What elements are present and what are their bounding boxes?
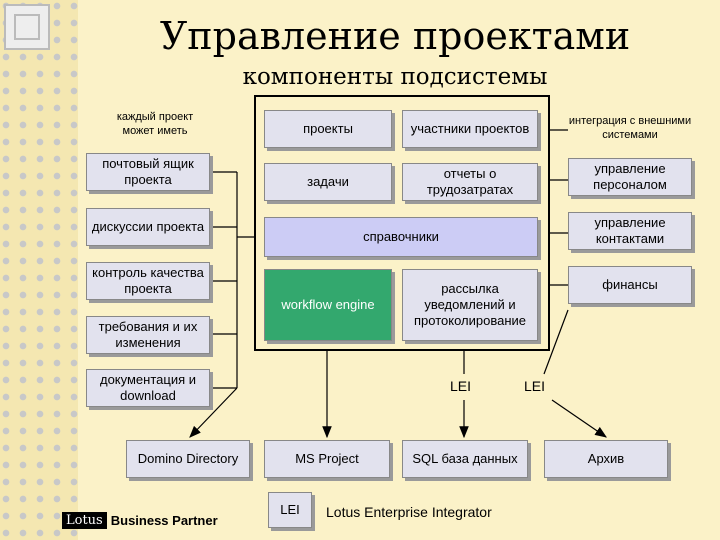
left-item-documentation: документация и download	[86, 369, 210, 407]
legend-key-box: LEI	[268, 492, 312, 528]
left-item-mailbox: почтовый ящик проекта	[86, 153, 210, 191]
right-item-personnel: управление персоналом	[568, 158, 692, 196]
center-directories: справочники	[264, 217, 538, 257]
right-item-finance: финансы	[568, 266, 692, 304]
bottom-domino-directory: Domino Directory	[126, 440, 250, 478]
left-item-requirements: требования и их изменения	[86, 316, 210, 354]
bottom-sql-database: SQL база данных	[402, 440, 528, 478]
lotus-logo-text: Lotus	[62, 512, 107, 529]
center-participants: участники проектов	[402, 110, 538, 148]
right-item-contacts: управление контактами	[568, 212, 692, 250]
center-workflow-engine: workflow engine	[264, 269, 392, 341]
center-time-reports: отчеты о трудозатратах	[402, 163, 538, 201]
center-tasks: задачи	[264, 163, 392, 201]
center-mailing: рассылка уведомлений и протоколирование	[402, 269, 538, 341]
dotted-side-strip	[0, 0, 78, 540]
left-caption: каждый проект может иметь	[116, 111, 194, 137]
center-projects: проекты	[264, 110, 392, 148]
business-partner-text: Business Partner	[110, 513, 218, 528]
lei-label-left: LEI	[450, 378, 472, 394]
left-item-quality: контроль качества проекта	[86, 262, 210, 300]
right-caption: интеграция с внешними системами	[568, 115, 692, 141]
page-subtitle: компоненты подсистемы	[242, 64, 548, 90]
subsystem-container	[254, 95, 550, 351]
business-partner-badge: Lotus Business Partner	[62, 512, 218, 529]
bottom-ms-project: MS Project	[264, 440, 390, 478]
logo-icon	[4, 4, 50, 50]
left-item-discussions: дискуссии проекта	[86, 208, 210, 246]
bottom-archive: Архив	[544, 440, 668, 478]
legend-text: Lotus Enterprise Integrator	[326, 504, 492, 520]
lei-label-right: LEI	[524, 378, 546, 394]
page-title: Управление проектами	[159, 14, 631, 58]
